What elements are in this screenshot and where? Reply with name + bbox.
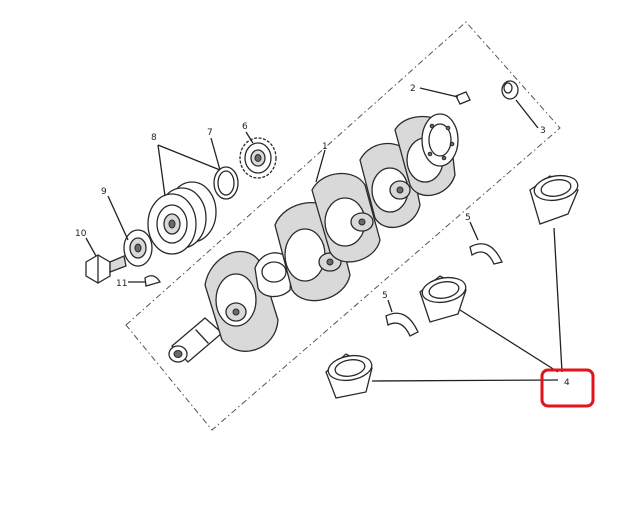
callout-9: 9 xyxy=(101,187,107,197)
callout-5-upper: 5 xyxy=(465,213,471,223)
crankshaft xyxy=(168,113,459,363)
callout-8: 8 xyxy=(151,133,157,143)
callout-7: 7 xyxy=(207,128,213,138)
highlight-box-part-4 xyxy=(540,368,595,408)
callout-10: 10 xyxy=(75,229,87,239)
crankshaft-pulley xyxy=(147,181,217,255)
callout-5-lower: 5 xyxy=(382,291,388,301)
callout-2: 2 xyxy=(410,84,416,94)
timing-gear xyxy=(239,137,277,179)
callout-1: 1 xyxy=(322,142,328,152)
thrust-washer-lower xyxy=(385,312,419,337)
leader-lines xyxy=(85,87,563,382)
callout-4: 4 xyxy=(564,378,570,388)
pulley-bolt xyxy=(85,254,127,284)
pilot-bushing xyxy=(501,80,519,100)
dowel-pin xyxy=(455,91,471,105)
callout-3: 3 xyxy=(540,126,546,136)
callout-6: 6 xyxy=(242,122,248,132)
main-bearing-shell-middle xyxy=(419,275,467,323)
callout-11: 11 xyxy=(116,279,127,289)
main-bearing-shell-top xyxy=(529,174,579,225)
assembly-boundary xyxy=(125,21,561,431)
main-bearing-shell-bottom xyxy=(325,353,373,399)
woodruff-key xyxy=(144,275,161,287)
thrust-washer-upper xyxy=(469,243,503,265)
washer xyxy=(213,166,239,200)
damper-hub xyxy=(123,229,153,267)
